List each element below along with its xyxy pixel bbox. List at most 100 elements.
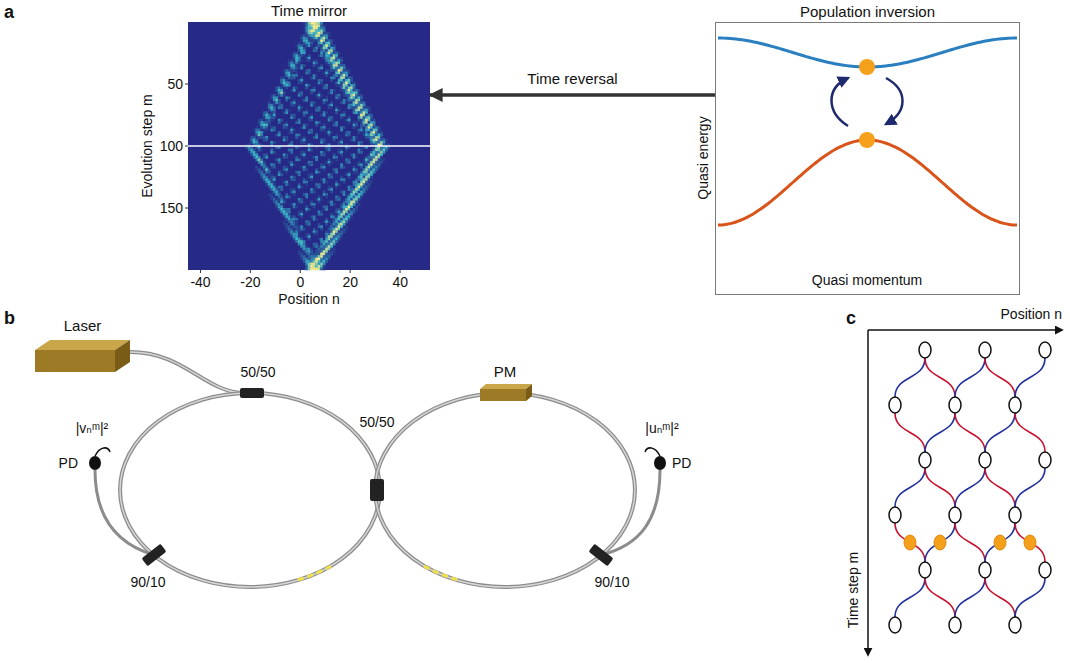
- heatmap-cell: [348, 79, 351, 82]
- heatmap-cell: [288, 82, 291, 85]
- heatmap-cell: [295, 228, 298, 231]
- heatmap-cell: [323, 153, 326, 156]
- heatmap-cell: [310, 42, 313, 45]
- heatmap-cell: [290, 235, 293, 238]
- heatmap-cell: [338, 238, 341, 241]
- heatmap-cell: [250, 141, 253, 144]
- heatmap-cell: [365, 166, 368, 169]
- heatmap-cell: [330, 42, 333, 45]
- heatmap-cell: [363, 116, 366, 119]
- heatmap-cell: [283, 208, 286, 211]
- heatmap-cell: [293, 99, 296, 102]
- heatmap-cell: [318, 265, 321, 268]
- heatmap-cell: [325, 148, 328, 151]
- heatmap-cell: [340, 203, 343, 206]
- heatmap-cell: [303, 22, 306, 25]
- axis-label: Position n: [278, 291, 339, 307]
- axis-tick: [300, 270, 301, 273]
- lattice-site: [919, 452, 931, 468]
- heatmap-cell: [368, 183, 371, 186]
- heatmap-cell: [320, 29, 323, 32]
- heatmap-cell: [333, 62, 336, 65]
- heatmap-cell: [268, 124, 271, 127]
- lattice-link: [985, 468, 1015, 507]
- heatmap-cell: [333, 49, 336, 52]
- heatmap-cell: [355, 109, 358, 112]
- heatmap-cell: [283, 126, 286, 129]
- heatmap-cell: [318, 109, 321, 112]
- heatmap-cell: [318, 67, 321, 70]
- heatmap-cell: [365, 111, 368, 114]
- heatmap-cell: [273, 94, 276, 97]
- heatmap-cell: [345, 201, 348, 204]
- heatmap-cell: [310, 27, 313, 30]
- heatmap-cell: [325, 39, 328, 42]
- heatmap-cell: [358, 161, 361, 164]
- heatmap-cell: [343, 210, 346, 213]
- heatmap-cell: [363, 106, 366, 109]
- heatmap-cell: [365, 126, 368, 129]
- heatmap-cell: [340, 220, 343, 223]
- heatmap-cell: [315, 268, 318, 271]
- heatmap-cell: [355, 191, 358, 194]
- heatmap-cell: [363, 186, 366, 189]
- heatmap-cell: [333, 64, 336, 67]
- heatmap-cell: [330, 104, 333, 107]
- heatmap-cell: [285, 168, 288, 171]
- heatmap-cell: [325, 230, 328, 233]
- heatmap-cell: [270, 151, 273, 154]
- heatmap-cell: [295, 72, 298, 75]
- lattice-link: [1015, 578, 1045, 617]
- heatmap-cell: [283, 215, 286, 218]
- heatmap-cell: [315, 248, 318, 251]
- heatmap-cell: [313, 233, 316, 236]
- heatmap-cell: [315, 124, 318, 127]
- panel-letter: a: [4, 2, 14, 23]
- heatmap-cell: [310, 263, 313, 266]
- heatmap-cell: [283, 213, 286, 216]
- heatmap-cell: [263, 163, 266, 166]
- heatmap-cell: [260, 136, 263, 139]
- heatmap-cell: [330, 131, 333, 134]
- heatmap-cell: [325, 235, 328, 238]
- lattice-link: [925, 578, 955, 617]
- heatmap-cell: [305, 86, 308, 89]
- heatmap-cell: [303, 168, 306, 171]
- heatmap-cell: [305, 44, 308, 47]
- heatmap-cell: [353, 166, 356, 169]
- heatmap-cell: [320, 238, 323, 241]
- heatmap-cell: [263, 153, 266, 156]
- heatmap-cell: [365, 136, 368, 139]
- coupler: [588, 544, 613, 567]
- heatmap-cell: [260, 121, 263, 124]
- heatmap-cell: [298, 94, 301, 97]
- heatmap-cell: [283, 91, 286, 94]
- heatmap-cell: [340, 89, 343, 92]
- heatmap-cell: [308, 69, 311, 72]
- heatmap-cell: [303, 228, 306, 231]
- heatmap-cell: [375, 168, 378, 171]
- heatmap-cell: [370, 114, 373, 117]
- heatmap-cell: [273, 114, 276, 117]
- heatmap-cell: [318, 263, 321, 266]
- heatmap-cell: [325, 243, 328, 246]
- heatmap-cell: [320, 42, 323, 45]
- decay-arrow: [886, 78, 903, 124]
- heatmap-cell: [300, 225, 303, 228]
- heatmap-cell: [273, 101, 276, 104]
- heatmap-cell: [273, 106, 276, 109]
- heatmap-cell: [355, 111, 358, 114]
- heatmap-cell: [280, 106, 283, 109]
- heatmap-cell: [353, 168, 356, 171]
- heatmap-cell: [318, 96, 321, 99]
- heatmap-cell: [318, 198, 321, 201]
- heatmap-cell: [378, 158, 381, 161]
- heatmap-cell: [338, 228, 341, 231]
- heatmap-cell: [308, 233, 311, 236]
- heatmap-cell: [280, 79, 283, 82]
- heatmap-cell: [273, 111, 276, 114]
- heatmap-cell: [348, 131, 351, 134]
- heatmap-cell: [340, 79, 343, 82]
- heatmap-cell: [283, 77, 286, 80]
- heatmap-cell: [275, 198, 278, 201]
